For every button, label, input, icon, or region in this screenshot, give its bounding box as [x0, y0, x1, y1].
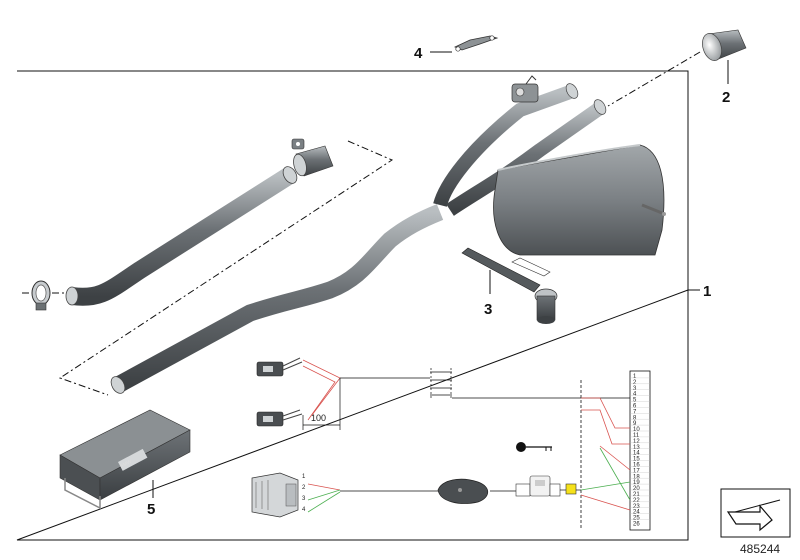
highlight-yellow-connector: [565, 483, 577, 495]
sensor-module: [437, 478, 489, 504]
terminal-pin-label: 19: [633, 480, 640, 486]
assembly-frame: [16, 70, 689, 541]
part-4-bracket: [454, 35, 499, 52]
y-pipe-right-branch: [446, 102, 605, 216]
front-pipe-lower: [113, 204, 444, 393]
terminal-pin-label: 12: [633, 439, 640, 445]
terminal-pin-label: 17: [633, 468, 640, 474]
front-pipe-upper-end: [65, 286, 79, 306]
exhaust-flap-actuator: [511, 75, 539, 103]
terminal-pin-label: 7: [633, 409, 637, 415]
tip-alignment-line: [607, 51, 701, 107]
terminal-pin-label: 25: [633, 516, 640, 522]
connector-pin-label: 1: [302, 474, 306, 480]
dimension-label: 100: [311, 413, 326, 423]
terminal-pin-labels: 1234567891011121314151617181920212223242…: [630, 374, 650, 528]
terminal-pin-label: 6: [633, 404, 637, 410]
terminal-strip: [629, 370, 651, 531]
inline-plug: [515, 475, 561, 497]
terminal-pin-label: 3: [633, 386, 637, 392]
terminal-pin-label: 26: [633, 522, 640, 528]
key-icon: [516, 442, 552, 452]
terminal-pin-label: 4: [633, 392, 637, 398]
terminal-pin-label: 5: [633, 398, 637, 404]
connector-pin-label: 4: [302, 507, 306, 513]
terminal-pin-label: 11: [633, 433, 640, 439]
y-pipe-left-branch: [433, 85, 573, 208]
connector-pin-labels: 1 2 3 4: [302, 474, 306, 513]
part-2-tailpipe-tip: [702, 29, 747, 61]
terminal-pin-label: 18: [633, 474, 640, 480]
pipe-clamp-left: [31, 280, 51, 311]
terminal-pin-label: 22: [633, 498, 640, 504]
terminal-pin-label: 16: [633, 463, 640, 469]
front-pipe-upper: [70, 167, 295, 306]
rear-muffler: [493, 144, 666, 256]
terminal-pin-label: 23: [633, 504, 640, 510]
terminal-pin-label: 20: [633, 486, 640, 492]
terminal-pin-label: 10: [633, 427, 640, 433]
terminal-pin-label: 9: [633, 421, 637, 427]
part-3-mounting-strap: [461, 247, 558, 324]
terminal-pin-label: 1: [633, 374, 637, 380]
terminal-pin-label: 2: [633, 380, 637, 386]
callout-5: 5: [147, 501, 155, 518]
y-pipe-outlet-left: [565, 83, 579, 99]
front-pipe-upper-end-top: [282, 166, 298, 184]
terminal-pin-label: 8: [633, 415, 637, 421]
wiring-harness: 100 123456789101112131415161718192021222…: [251, 357, 651, 531]
document-number: 485244: [740, 542, 780, 556]
y-pipe-outlet-right: [593, 99, 607, 115]
part-5-control-unit: BMW: [59, 409, 191, 510]
pipe-sleeve-upper: [291, 138, 334, 177]
callout-4: 4: [414, 45, 423, 62]
connector-pin-label: 3: [302, 496, 306, 502]
connector-pin-label: 2: [302, 485, 306, 491]
callout-2: 2: [722, 89, 730, 106]
terminal-pin-label: 24: [633, 510, 640, 516]
connector-bottom: [251, 472, 299, 518]
connector-top: [256, 357, 303, 377]
controller-marking: BMW: [119, 459, 133, 470]
terminal-pin-label: 13: [633, 445, 640, 451]
assembly-dash-dot-outline: [58, 140, 394, 396]
callout-1: 1: [703, 283, 711, 300]
connector-middle: [256, 409, 303, 427]
callout-3: 3: [484, 301, 492, 318]
terminal-pin-label: 14: [633, 451, 640, 457]
terminal-pin-label: 15: [633, 457, 640, 463]
front-pipe-lower-end: [110, 376, 126, 394]
next-page-arrow-icon[interactable]: [720, 488, 791, 538]
terminal-pin-label: 21: [633, 492, 640, 498]
